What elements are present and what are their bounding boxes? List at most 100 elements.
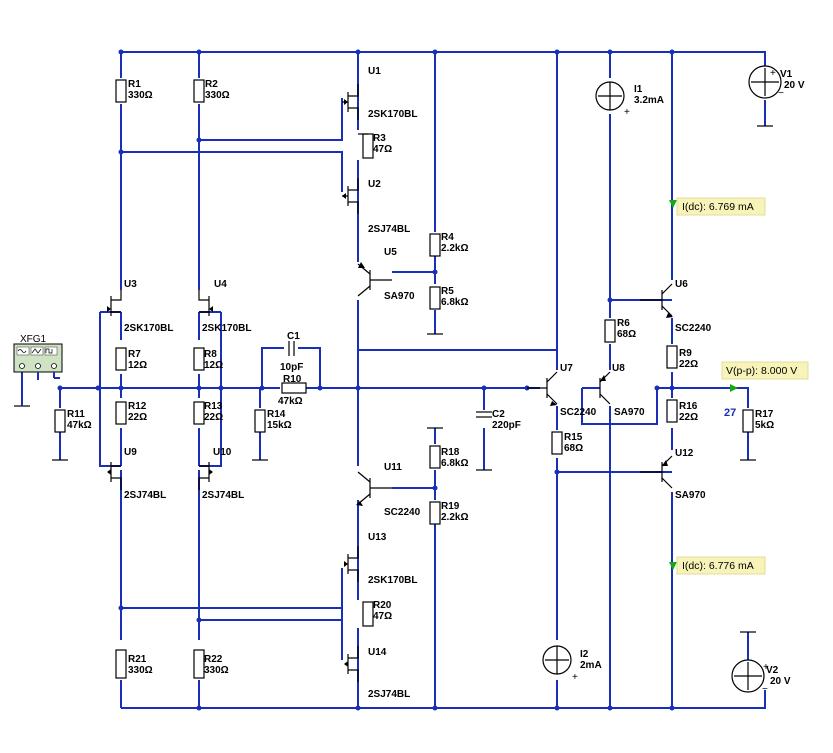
u11-label: U11 — [384, 462, 402, 473]
u7-label: U7 — [560, 363, 573, 374]
bjt-u5[interactable]: U5 SA970 — [357, 247, 415, 302]
ground-symbols — [14, 333, 756, 471]
i2-value: 2mA — [580, 660, 602, 671]
u4-label: U4 — [214, 279, 227, 290]
i2-label: I2 — [580, 649, 589, 660]
bjt-u6[interactable]: U6 SC2240 — [640, 279, 712, 334]
r1-value: 330Ω — [128, 90, 153, 101]
function-generator-xfg1[interactable]: XFG1 — [13, 334, 63, 380]
bjt-u8[interactable]: U8 SA970 — [599, 363, 645, 418]
probe-idc-bottom-text: I(dc): 6.776 mA — [682, 560, 754, 572]
r10-value: 47kΩ — [278, 396, 303, 407]
resistor-r16[interactable]: R16 22Ω — [666, 399, 698, 423]
u13-label: U13 — [368, 532, 387, 543]
i1-value: 3.2mA — [634, 95, 664, 106]
junctions — [57, 49, 675, 711]
jfet-u9[interactable]: U9 2SJ74BL — [107, 447, 166, 501]
u14-label: U14 — [368, 647, 387, 658]
current-source-i2[interactable]: + I2 2mA — [542, 645, 602, 683]
resistor-r1[interactable]: R1 330Ω — [115, 79, 153, 103]
r4-value: 2.2kΩ — [441, 243, 468, 254]
resistor-r4[interactable]: R4 2.2kΩ — [429, 232, 468, 257]
svg-text:+: + — [770, 68, 776, 79]
probe-idc-top[interactable]: I(dc): 6.769 mA — [669, 197, 766, 216]
current-source-i1[interactable]: + I1 3.2mA — [595, 81, 664, 118]
u5-label: U5 — [384, 247, 397, 258]
resistor-r8[interactable]: R8 12Ω — [193, 347, 223, 371]
r9-label: R9 — [679, 348, 692, 359]
jfet-u2[interactable]: U2 2SJ74BL — [342, 178, 410, 235]
capacitor-c1[interactable]: C1 10pF — [280, 331, 303, 373]
r13-label: R13 — [204, 401, 223, 412]
voltage-source-v1[interactable]: + − V1 20 V — [748, 65, 805, 127]
svg-text:−: − — [778, 88, 784, 99]
resistor-r12[interactable]: R12 22Ω — [115, 401, 147, 425]
probe-vpp[interactable]: V(p-p): 8.000 V — [721, 361, 809, 392]
r3-label: R3 — [373, 133, 386, 144]
r16-label: R16 — [679, 401, 698, 412]
u10-label: U10 — [213, 447, 232, 458]
c2-label: C2 — [492, 409, 505, 420]
voltage-source-v2[interactable]: + − V2 20 V — [731, 631, 791, 695]
jfet-u1[interactable]: U1 2SK170BL — [342, 66, 417, 120]
resistor-r3[interactable]: R3 47Ω — [358, 133, 392, 159]
svg-text:+: + — [624, 107, 630, 118]
u5-part: SA970 — [384, 291, 415, 302]
svg-text:−: − — [762, 684, 768, 695]
r21-value: 330Ω — [128, 665, 153, 676]
r17-value: 5kΩ — [755, 420, 774, 431]
resistor-r17[interactable]: R17 5kΩ — [742, 409, 774, 433]
resistor-r21[interactable]: R21 330Ω — [115, 649, 153, 679]
u14-part: 2SJ74BL — [368, 689, 410, 700]
resistor-r5[interactable]: R5 6.8kΩ — [429, 286, 468, 310]
r4-label: R4 — [441, 232, 454, 243]
u1-label: U1 — [368, 66, 381, 77]
capacitor-c2[interactable]: C2 220pF — [476, 409, 521, 431]
resistor-r14[interactable]: R14 15kΩ — [254, 409, 292, 433]
resistor-r10[interactable]: R10 47kΩ — [278, 374, 307, 407]
r9-value: 22Ω — [679, 359, 698, 370]
resistor-r11[interactable]: R11 47kΩ — [54, 409, 92, 433]
resistor-r22[interactable]: R22 330Ω — [193, 649, 229, 679]
u8-part: SA970 — [614, 407, 645, 418]
jfet-u10[interactable]: U10 2SJ74BL — [198, 447, 244, 501]
u6-part: SC2240 — [675, 323, 712, 334]
r13-value: 22Ω — [204, 412, 223, 423]
probe-idc-bottom[interactable]: I(dc): 6.776 mA — [669, 556, 766, 575]
u8-label: U8 — [612, 363, 625, 374]
probe-idc-top-text: I(dc): 6.769 mA — [682, 201, 754, 213]
u9-label: U9 — [124, 447, 137, 458]
v2-label: V2 — [766, 665, 779, 676]
resistor-r6[interactable]: R6 68Ω — [604, 318, 636, 343]
jfet-u3[interactable]: U3 2SK170BL — [107, 279, 173, 334]
u7-part: SC2240 — [560, 407, 597, 418]
v1-label: V1 — [780, 69, 793, 80]
u6-label: U6 — [675, 279, 688, 290]
jfet-u13[interactable]: U13 2SK170BL — [344, 532, 417, 586]
jfet-u4[interactable]: U4 2SK170BL — [198, 279, 251, 334]
jfet-u14[interactable]: U14 2SJ74BL — [344, 646, 410, 700]
resistor-r18[interactable]: R18 6.8kΩ — [429, 445, 468, 469]
v1-value: 20 V — [784, 80, 805, 91]
r11-label: R11 — [67, 409, 85, 420]
u2-label: U2 — [368, 179, 381, 190]
resistor-r2[interactable]: R2 330Ω — [193, 79, 230, 103]
r1-label: R1 — [128, 79, 141, 90]
r3-value: 47Ω — [373, 144, 392, 155]
bjt-u7[interactable]: U7 SC2240 — [527, 363, 597, 418]
resistor-r13[interactable]: R13 22Ω — [193, 401, 223, 425]
u12-part: SA970 — [675, 490, 706, 501]
bjt-u12[interactable]: U12 SA970 — [640, 448, 706, 501]
resistor-r20[interactable]: R20 47Ω — [362, 600, 392, 627]
r16-value: 22Ω — [679, 412, 698, 423]
r6-value: 68Ω — [617, 329, 636, 340]
u13-part: 2SK170BL — [368, 575, 417, 586]
resistor-r9[interactable]: R9 22Ω — [666, 345, 698, 370]
u10-part: 2SJ74BL — [202, 490, 244, 501]
r17-label: R17 — [755, 409, 774, 420]
bjt-u11[interactable]: U11 SC2240 — [356, 462, 421, 518]
resistor-r15[interactable]: R15 68Ω — [551, 431, 583, 455]
resistor-r7[interactable]: R7 12Ω — [115, 347, 147, 371]
resistor-r19[interactable]: R19 2.2kΩ — [429, 501, 468, 525]
